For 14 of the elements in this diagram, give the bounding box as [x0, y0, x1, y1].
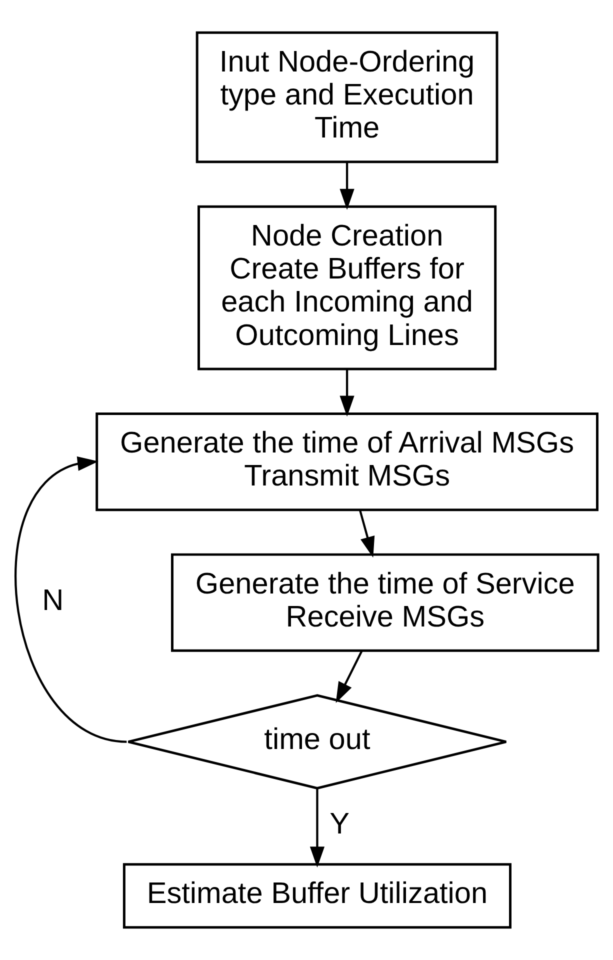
node-box: Inut Node-Ordering type and Execution Time — [196, 31, 498, 164]
arrow — [336, 650, 363, 703]
arrow — [358, 510, 375, 558]
node-diamond: time out — [127, 694, 508, 790]
arrow — [310, 788, 325, 868]
edge-label: Y — [330, 808, 350, 841]
arrow — [14, 456, 127, 743]
node-box: Generate the time of Arrival MSGs Transmit MSGs — [96, 412, 598, 512]
edge-label: N — [42, 584, 64, 617]
node-box: Node Creation Create Buffers for each Incoming and Outcoming Lines — [198, 205, 497, 370]
node-box: Generate the time of Service Receive MSGs — [171, 553, 600, 652]
arrow — [340, 162, 354, 210]
node-box: Estimate Buffer Utilization — [122, 863, 512, 929]
arrow — [340, 369, 354, 417]
